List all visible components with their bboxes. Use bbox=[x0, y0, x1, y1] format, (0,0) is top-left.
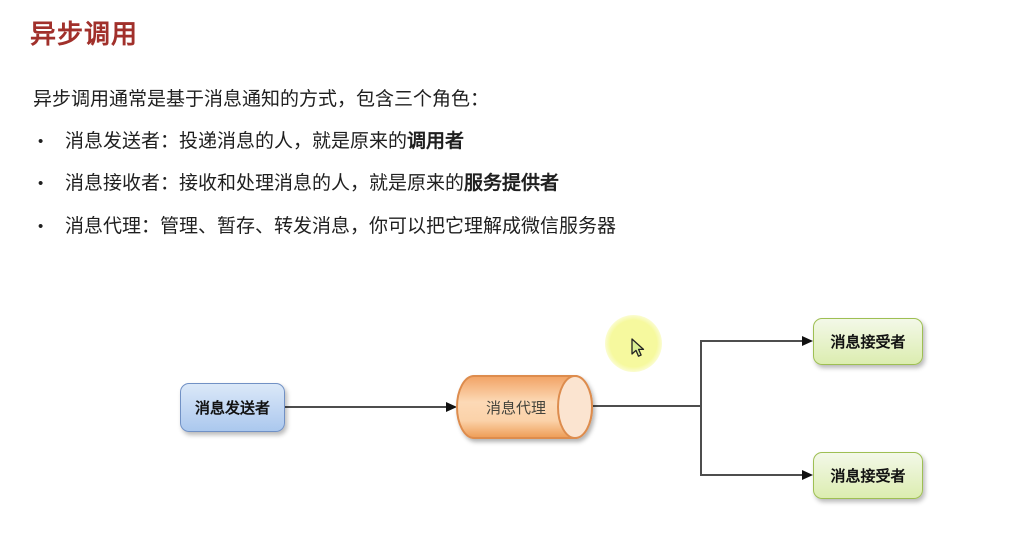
arrowhead-icon bbox=[802, 336, 813, 346]
bullet-text-bold: 调用者 bbox=[407, 131, 465, 152]
bullet-text: 消息接收者：接收和处理消息的人，就是原来的服务提供者 bbox=[65, 172, 559, 196]
intro-text: 异步调用通常是基于消息通知的方式，包含三个角色： bbox=[33, 89, 490, 110]
broker-cylinder-shape bbox=[456, 375, 593, 439]
receiver-node-bottom: 消息接受者 bbox=[813, 452, 923, 499]
sender-node-label: 消息发送者 bbox=[194, 400, 270, 417]
page-title: 异步调用 bbox=[30, 19, 139, 49]
bullet-text-normal: 消息代理：管理、暂存、转发消息，你可以把它理解成微信服务器 bbox=[65, 216, 617, 237]
broker-cylinder-cap bbox=[557, 375, 593, 439]
sender-node: 消息发送者 bbox=[180, 383, 285, 432]
bullet-text-normal: 消息发送者：投递消息的人，就是原来的 bbox=[65, 131, 408, 152]
bullet-marker: • bbox=[38, 133, 44, 150]
receiver-node-label: 消息接受者 bbox=[830, 334, 906, 351]
broker-node-label: 消息代理 bbox=[485, 399, 546, 417]
arrowhead-icon bbox=[446, 402, 457, 412]
bullet-marker: • bbox=[38, 175, 44, 192]
bullet-marker: • bbox=[38, 218, 44, 235]
receiver-node-label: 消息接受者 bbox=[830, 468, 906, 485]
bullet-text-bold: 服务提供者 bbox=[464, 173, 560, 194]
bullet-text: 消息代理：管理、暂存、转发消息，你可以把它理解成微信服务器 bbox=[65, 215, 616, 239]
receiver-node-top: 消息接受者 bbox=[813, 318, 923, 365]
bullet-item: • 消息代理：管理、暂存、转发消息，你可以把它理解成微信服务器 bbox=[38, 215, 616, 239]
bullet-item: • 消息发送者：投递消息的人，就是原来的调用者 bbox=[38, 130, 464, 154]
bullet-text-normal: 消息接收者：接收和处理消息的人，就是原来的 bbox=[65, 173, 465, 194]
arrowhead-icon bbox=[802, 470, 813, 480]
bullet-item: • 消息接收者：接收和处理消息的人，就是原来的服务提供者 bbox=[38, 172, 559, 196]
mouse-cursor-icon bbox=[631, 338, 645, 357]
bullet-text: 消息发送者：投递消息的人，就是原来的调用者 bbox=[65, 130, 464, 154]
